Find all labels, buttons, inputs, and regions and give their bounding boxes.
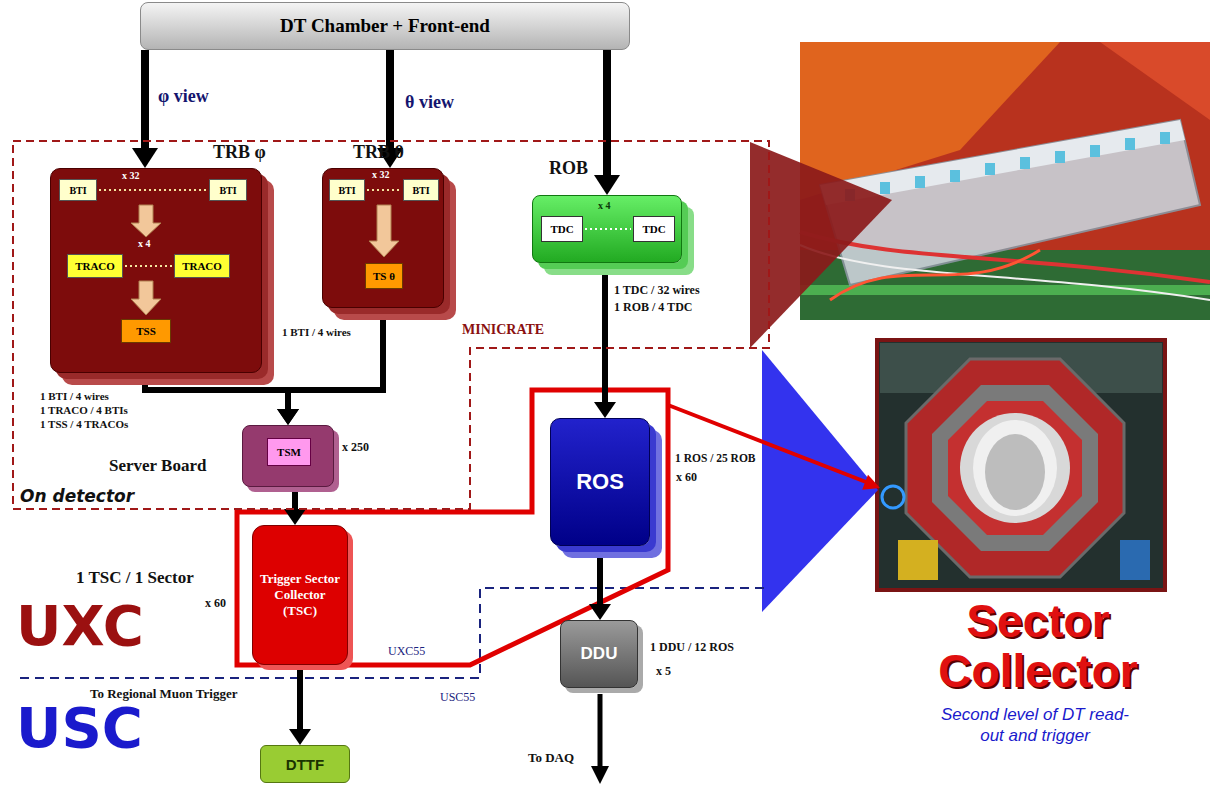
chip-box: BTI — [59, 179, 97, 201]
region-name: MINICRATE — [462, 322, 544, 338]
multiplicity: x 60 — [676, 470, 697, 485]
connector — [589, 546, 611, 620]
connector — [594, 263, 616, 418]
collector-box: Trigger Sector Collector (TSC) — [252, 525, 348, 665]
daq-arrow — [591, 694, 609, 784]
dttf-box: DTTF — [260, 745, 350, 783]
zone-name: USC — [16, 700, 143, 756]
node-title: TRB θ — [353, 142, 404, 163]
node-label: BTI — [219, 185, 236, 196]
node-label: DTTF — [286, 756, 324, 773]
multiplicity: x 60 — [205, 596, 226, 611]
connector-line — [602, 263, 608, 403]
node-label: BTI — [412, 185, 429, 196]
chip-box: BTI — [403, 179, 439, 201]
trigger-board: TRB θBTIBTITS θ — [322, 168, 444, 308]
ddu-box: DDU — [560, 620, 638, 688]
node-label: TRACO — [75, 260, 115, 272]
connector-line — [292, 487, 298, 510]
node-label: TDC — [550, 223, 573, 235]
chip-box: BTI — [209, 179, 247, 201]
output-note: To DAQ — [528, 750, 574, 766]
node-label: Trigger Sector Collector (TSC) — [253, 571, 347, 620]
chip-box: TDC — [633, 216, 675, 242]
zone-name: UXC — [16, 598, 144, 654]
chip-box: BTI — [329, 179, 365, 201]
arrow-head — [132, 148, 158, 168]
connector-line — [288, 308, 383, 410]
ratio-note: 1 TSS / 4 TRACOs — [40, 418, 128, 430]
connector-line — [145, 373, 288, 410]
connector — [289, 665, 311, 745]
pointer-arrow — [668, 405, 880, 490]
multiplicity: x 32 — [372, 169, 390, 180]
node-label: TRACO — [182, 260, 222, 272]
headline: Sector Collector — [878, 596, 1198, 696]
edge-label: θ view — [405, 92, 454, 113]
chip-box: TDC — [541, 216, 583, 242]
arrow-head — [284, 509, 306, 525]
ratio-note: 1 ROB / 4 TDC — [614, 300, 692, 315]
arrow-head — [277, 409, 299, 425]
arrow-head — [594, 402, 616, 418]
node-title: On detector — [20, 486, 134, 506]
source-bar: DT Chamber + Front-end — [140, 2, 630, 50]
node-title: Server Board — [109, 456, 206, 476]
multiplicity: x 250 — [342, 440, 369, 455]
node-label: TDC — [642, 223, 665, 235]
cavern-name: UXC55 — [388, 644, 425, 659]
chip-box: TS θ — [365, 263, 403, 289]
node-label: DDU — [581, 644, 618, 664]
server-board: Server BoardTSM — [242, 425, 334, 487]
ratio-note: 1 BTI / 4 wires — [40, 390, 109, 402]
arrow-head — [594, 175, 620, 195]
arrow-head — [277, 409, 299, 425]
ratio-note: 1 TDC / 32 wires — [614, 283, 700, 298]
ratio-note: 1 DDU / 12 ROS — [650, 640, 734, 655]
cms-photo — [877, 340, 1165, 590]
multiplicity: x 32 — [122, 170, 140, 181]
connector-line — [386, 50, 394, 149]
node-label: BTI — [69, 185, 86, 196]
zoom-triangle — [750, 142, 892, 348]
connector-line — [603, 50, 611, 176]
connector-line — [297, 665, 303, 730]
multiplicity: x 5 — [656, 664, 671, 679]
multiplicity: x 4 — [598, 200, 611, 211]
connector — [284, 487, 306, 525]
arrow-head — [589, 604, 611, 620]
ratio-note: 1 ROS / 25 ROB — [675, 452, 756, 464]
node-label: BTI — [338, 185, 355, 196]
node-label: TSM — [277, 446, 301, 458]
chip-box: TSS — [121, 319, 171, 343]
subtitle: Second level of DT read-out and trigger — [940, 704, 1130, 746]
ros-box: ROS — [550, 418, 650, 546]
trigger-board: TRB φBTIBTITRACOTRACOTSS — [50, 168, 262, 373]
connector — [594, 50, 620, 195]
node-label: TSS — [136, 325, 156, 337]
ratio-note: 1 TRACO / 4 BTIs — [40, 404, 128, 416]
arrow-head — [289, 729, 311, 745]
chip-box: TSM — [267, 438, 311, 466]
multiplicity: x 4 — [138, 238, 151, 249]
ratio-note: 1 TSC / 1 Sector — [76, 568, 194, 588]
node-label: DT Chamber + Front-end — [280, 15, 490, 37]
chip-box: TRACO — [67, 254, 123, 278]
connector-line — [597, 546, 603, 605]
connector-line — [141, 50, 149, 149]
node-label: TS θ — [373, 270, 395, 282]
on-detector-region: On detector TRB φ BTI BTI TRACO TRACO TSS TRB θ… — [12, 140, 770, 510]
connector — [132, 50, 158, 168]
node-label: ROS — [576, 469, 624, 495]
connector — [277, 308, 383, 425]
chamber-photo — [800, 42, 1210, 320]
node-title: ROB — [549, 158, 588, 179]
ratio-note: 1 BTI / 4 wires — [282, 326, 351, 338]
connector — [145, 373, 299, 425]
chip-box: TRACO — [174, 254, 230, 278]
node-title: TRB φ — [213, 142, 266, 163]
cavern-name: USC55 — [440, 690, 475, 705]
edge-label: φ view — [158, 86, 209, 107]
